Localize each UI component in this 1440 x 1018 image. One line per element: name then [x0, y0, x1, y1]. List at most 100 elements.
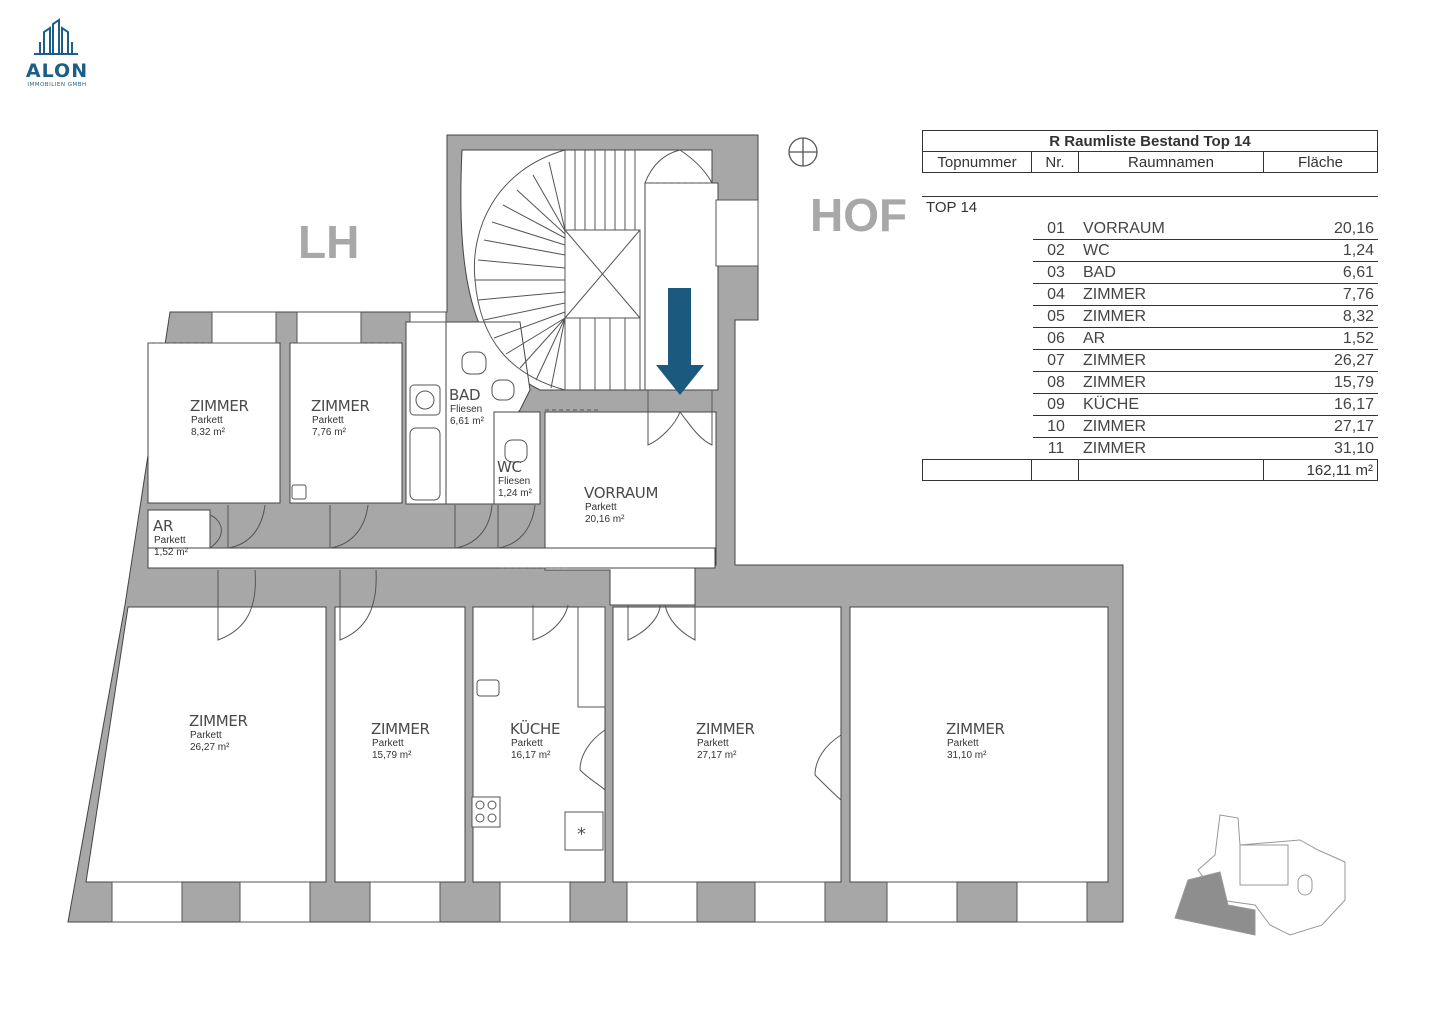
toilet-icon: [504, 439, 528, 463]
total-area: 162,11 m²: [1263, 459, 1378, 481]
room-label-bad: BAD Fliesen 6,61 m²: [449, 386, 484, 427]
room-name: ZIMMER: [1079, 437, 1274, 460]
room-name: AR: [153, 517, 174, 535]
staircase: [473, 149, 641, 391]
room-floor: Parkett: [697, 738, 729, 750]
room-label-zimmer-05: ZIMMER Parkett 8,32 m²: [190, 397, 249, 438]
room-list-header-table: R Raumliste Bestand Top 14 Topnummer Nr.…: [922, 130, 1378, 173]
room-name: VORRAUM: [584, 484, 659, 502]
room-nr: 11: [1033, 437, 1079, 460]
room-name: ZIMMER: [371, 720, 430, 738]
washbasin-icon: [415, 390, 435, 410]
room-nr: 03: [1033, 261, 1079, 284]
room-name: VORRAUM: [1079, 218, 1274, 240]
room-label-ar: AR Parkett 1,52 m²: [153, 517, 188, 558]
room-nr: 08: [1033, 371, 1079, 394]
room-name: ZIMMER: [311, 397, 370, 415]
room-label-kueche: KÜCHE Parkett 16,17 m²: [510, 720, 561, 761]
room-area: 1,24 m²: [498, 487, 532, 499]
logo-mark-icon: [34, 18, 78, 55]
room-name: ZIMMER: [190, 397, 249, 415]
hof-label: HOF: [810, 189, 908, 241]
room-name: ZIMMER: [696, 720, 755, 738]
room-area: 26,27: [1273, 349, 1378, 372]
room-area: 15,79: [1273, 371, 1378, 394]
room-name: WC: [1079, 239, 1274, 262]
room-name: BAD: [449, 386, 481, 404]
room-area: 31,10 m²: [947, 749, 987, 761]
lh-label: LH: [298, 216, 360, 268]
fixtures: [291, 351, 606, 851]
room-area: 7,76: [1273, 283, 1378, 306]
room-label-vorraum: VORRAUM Parkett 20,16 m²: [584, 484, 659, 525]
room-label-zimmer-04: ZIMMER Parkett 7,76 m²: [311, 397, 370, 438]
room-label-zimmer-11: ZIMMER Parkett 31,10 m²: [946, 720, 1005, 761]
room-area: 8,32 m²: [191, 426, 225, 438]
room-area: 6,61: [1273, 261, 1378, 284]
room-nr: 02: [1033, 239, 1079, 262]
logo-name: ALON: [25, 60, 89, 82]
room-name: ZIMMER: [946, 720, 1005, 738]
room-label-zimmer-08: ZIMMER Parkett 15,79 m²: [371, 720, 430, 761]
compass-icon: [788, 137, 818, 167]
room-nr: 05: [1033, 305, 1079, 328]
header-nr: Nr.: [1031, 151, 1079, 173]
key-plan: [1174, 814, 1346, 936]
room-area: 1,52: [1273, 327, 1378, 350]
room-floor: Parkett: [585, 502, 617, 514]
room-area: 20,16: [1273, 218, 1378, 240]
room-area: 7,76 m²: [312, 426, 346, 438]
room-name: ZIMMER: [1079, 283, 1274, 306]
room-nr: 06: [1033, 327, 1079, 350]
room-list-total: 162,11 m²: [922, 459, 1378, 481]
room-name: KÜCHE: [510, 720, 561, 738]
room-nr: 07: [1033, 349, 1079, 372]
room-area: 1,52 m²: [154, 546, 188, 558]
room-area: 31,10: [1273, 437, 1378, 460]
room-name: ZIMMER: [1079, 371, 1274, 394]
room-name: KÜCHE: [1079, 393, 1274, 416]
room-label-zimmer-07: ZIMMER Parkett 26,27 m²: [189, 712, 248, 753]
room-area: 27,17: [1273, 415, 1378, 438]
bathtub-icon: [409, 427, 441, 501]
room-area: 15,79 m²: [372, 749, 412, 761]
room-nr: 04: [1033, 283, 1079, 306]
room-nr: 10: [1033, 415, 1079, 438]
room-area: 16,17: [1273, 393, 1378, 416]
logo-subtitle: IMMOBILIEN GMBH: [27, 82, 87, 88]
room-name: AR: [1079, 327, 1274, 350]
stove-icon: [471, 796, 501, 828]
room-area: 8,32: [1273, 305, 1378, 328]
room-floor: Parkett: [511, 738, 543, 750]
room-name: BAD: [1079, 261, 1274, 284]
room-name: ZIMMER: [1079, 415, 1274, 438]
opening-lines: [148, 182, 712, 569]
room-floor: Parkett: [154, 535, 186, 547]
room-list-title: R Raumliste Bestand Top 14: [922, 130, 1378, 152]
room-name: ZIMMER: [1079, 349, 1274, 372]
header-topnummer: Topnummer: [922, 151, 1032, 173]
room-floor: Parkett: [372, 738, 404, 750]
room-floor: Parkett: [312, 415, 344, 427]
room-area: 1,24: [1273, 239, 1378, 262]
room-floor: Fliesen: [450, 404, 483, 416]
room-area: 16,17 m²: [511, 749, 551, 761]
room-nr: 01: [1033, 218, 1079, 240]
room-nr: 09: [1033, 393, 1079, 416]
room-floor: Parkett: [190, 730, 222, 742]
extractor-icon: *: [577, 824, 586, 845]
room-floor: Parkett: [191, 415, 223, 427]
room-label-wc: WC Fliesen 1,24 m²: [497, 458, 532, 499]
room-area: 27,17 m²: [697, 749, 737, 761]
